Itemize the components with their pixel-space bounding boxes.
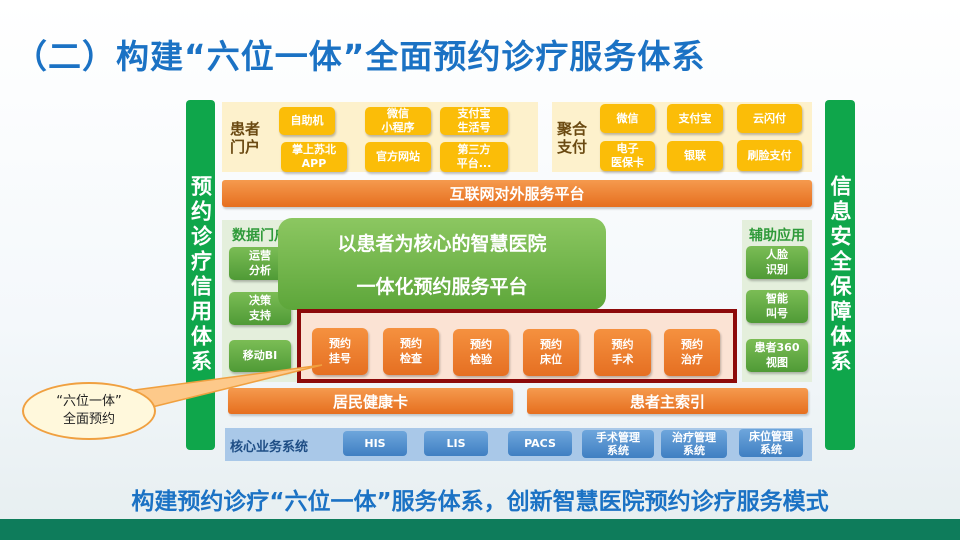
internet-service-platform: 互联网对外服务平台 — [222, 180, 812, 207]
core-platform-block: 以患者为核心的智慧医院 一体化预约服务平台 — [278, 218, 606, 310]
pay-alipay[interactable]: 支付宝 — [667, 104, 723, 133]
patient-portal-label: 患者 门户 — [230, 120, 261, 156]
right-pillar-security-system: 信息安全保障体系 — [825, 100, 855, 450]
portal-kiosk[interactable]: 自助机 — [279, 107, 335, 135]
portal-third-party[interactable]: 第三方 平台... — [440, 142, 508, 172]
aux-patient-360-view[interactable]: 患者360 视图 — [746, 339, 808, 372]
system-bed-management[interactable]: 床位管理 系统 — [739, 429, 803, 457]
pay-face[interactable]: 刷脸支付 — [737, 140, 802, 171]
footer-bar — [0, 519, 960, 540]
system-pacs[interactable]: PACS — [508, 431, 572, 456]
payment-label: 聚合 支付 — [557, 120, 588, 156]
appointment-registration[interactable]: 预约 挂号 — [312, 328, 368, 375]
pay-unionpay[interactable]: 银联 — [667, 141, 723, 171]
aux-apps-label: 辅助应用 — [749, 228, 805, 244]
six-in-one-highlight-box — [297, 309, 737, 383]
system-lis[interactable]: LIS — [424, 431, 488, 456]
system-surgery-management[interactable]: 手术管理 系统 — [582, 430, 654, 458]
appointment-lab-test[interactable]: 预约 检验 — [453, 329, 509, 376]
six-in-one-callout: “六位一体” 全面预约 — [22, 382, 156, 440]
aux-face-recognition[interactable]: 人脸 识别 — [746, 246, 808, 279]
resident-health-card: 居民健康卡 — [228, 388, 513, 414]
core-systems-label: 核心业务系统 — [230, 440, 309, 455]
page-subtitle: 构建预约诊疗“六位一体”服务体系，创新智慧医院预约诊疗服务模式 — [131, 489, 829, 515]
portal-alipay[interactable]: 支付宝 生活号 — [440, 107, 508, 135]
pay-wechat[interactable]: 微信 — [600, 104, 655, 133]
data-decision-support[interactable]: 决策 支持 — [229, 292, 291, 325]
page-title: （二）构建“六位一体”全面预约诊疗服务体系 — [14, 37, 706, 76]
portal-app[interactable]: 掌上苏北 APP — [281, 142, 347, 172]
portal-wechat-miniprogram[interactable]: 微信 小程序 — [365, 107, 431, 135]
data-portal-label: 数据门户 — [232, 228, 288, 244]
appointment-treatment[interactable]: 预约 治疗 — [664, 329, 720, 376]
pay-e-insurance-card[interactable]: 电子 医保卡 — [600, 141, 655, 171]
appointment-bed[interactable]: 预约 床位 — [523, 329, 579, 376]
patient-master-index: 患者主索引 — [527, 388, 808, 414]
system-treatment-management[interactable]: 治疗管理 系统 — [661, 430, 727, 458]
core-platform-line2: 一体化预约服务平台 — [356, 276, 528, 298]
data-mobile-bi[interactable]: 移动BI — [229, 340, 291, 372]
appointment-examination[interactable]: 预约 检查 — [383, 328, 439, 375]
aux-smart-calling[interactable]: 智能 叫号 — [746, 290, 808, 323]
pay-unionpay-quickpass[interactable]: 云闪付 — [737, 104, 802, 133]
core-platform-line1: 以患者为核心的智慧医院 — [337, 233, 547, 255]
system-his[interactable]: HIS — [343, 431, 407, 456]
portal-website[interactable]: 官方网站 — [365, 142, 431, 172]
appointment-surgery[interactable]: 预约 手术 — [594, 329, 651, 376]
